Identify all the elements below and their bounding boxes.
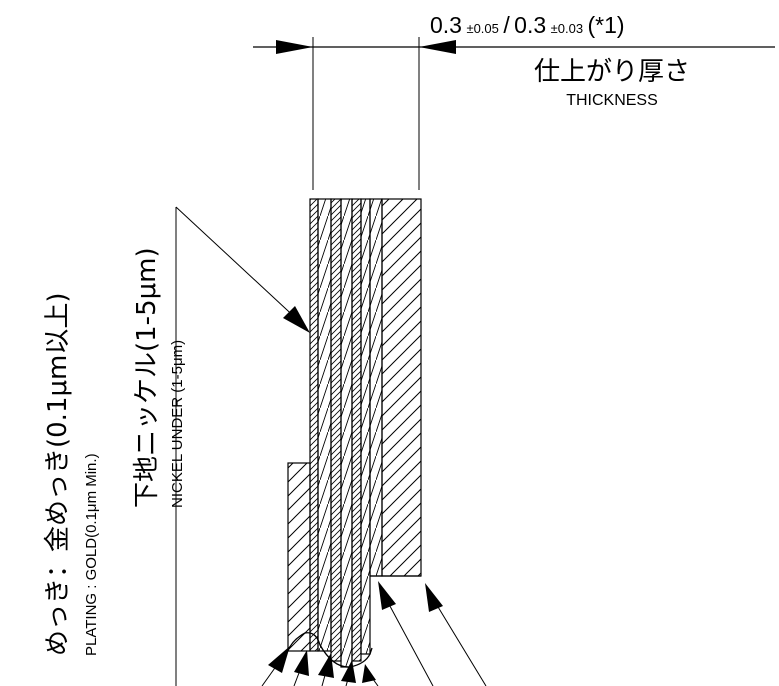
leader-line-lower-2 <box>431 596 487 686</box>
dimension-value: 0.3 ±0.05 / 0.3 ±0.03 (*1) <box>430 12 770 39</box>
dimension-arrow-right <box>419 40 456 54</box>
dimension-value-2: 0.3 <box>514 12 547 38</box>
cross-section <box>287 198 422 668</box>
thickness-label-jp: 仕上がり厚さ <box>534 57 690 87</box>
thickness-label-en: THICKNESS <box>566 92 658 109</box>
leader-arrow-bottom-1 <box>268 646 290 673</box>
leader-line-lower-1 <box>383 594 434 686</box>
plating-label-en: PLATING : GOLD(0.1μm Min.) <box>83 453 100 656</box>
leader-arrow-lower-2 <box>425 583 443 612</box>
dimension-value-1: 0.3 <box>430 12 462 38</box>
leader-line-nickel <box>175 206 301 323</box>
leader-arrow-nickel <box>283 306 310 333</box>
layer-core-a <box>330 198 342 662</box>
layer-plating-left <box>309 198 319 652</box>
nickel-label-en: NICKEL UNDER (1-5μm) <box>169 340 186 508</box>
leader-arrow-bottom-4 <box>341 660 356 683</box>
layer-substrate-right <box>381 198 422 577</box>
layer-core-b <box>340 198 353 668</box>
plating-label-jp: めっき：金めっき(0.1μm以上) <box>43 292 73 656</box>
dimension-tolerance-1: ±0.05 <box>466 21 499 36</box>
leader-arrow-bottom-5 <box>362 664 376 683</box>
layer-nickel-left <box>317 198 332 652</box>
layer-nickel-right <box>369 198 383 577</box>
layer-substrate-left <box>287 462 311 652</box>
dimension-separator: / <box>503 12 510 38</box>
dimension-note: (*1) <box>587 12 625 38</box>
dimension-tolerance-2: ±0.03 <box>550 21 584 36</box>
dimension-arrow-left <box>276 40 313 54</box>
layer-core-c <box>351 198 362 662</box>
leader-arrow-bottom-2 <box>294 650 309 676</box>
layer-core-d <box>360 198 371 655</box>
leader-arrow-lower-1 <box>378 581 396 610</box>
bottom-outline <box>287 632 373 668</box>
nickel-label-jp: 下地ニッケル(1-5μm) <box>132 247 162 508</box>
leader-arrow-bottom-3 <box>318 653 334 678</box>
